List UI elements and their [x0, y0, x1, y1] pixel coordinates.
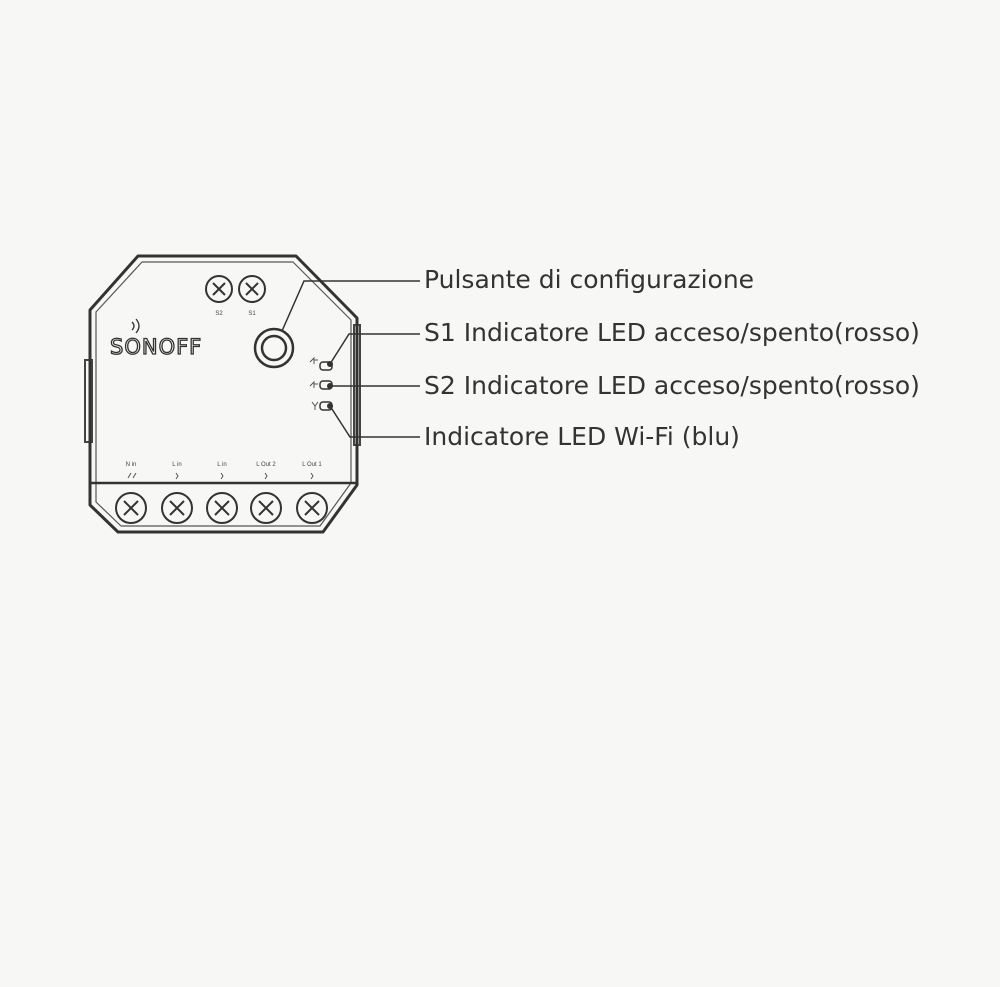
terminal-screw-s1: [238, 275, 266, 303]
callout-line-wifi: [329, 405, 420, 438]
callout-line-button: [281, 280, 420, 332]
terminal-label-s1: S1: [248, 311, 256, 317]
terminal-screw-l-out-1: [296, 492, 328, 524]
led-s2-dot: [327, 383, 333, 389]
led-s1-dot: [327, 361, 333, 367]
terminal-screw-l-in-2: [206, 492, 238, 524]
terminal-screw-n-in: [115, 492, 147, 524]
configuration-button: [253, 327, 295, 369]
callout-s1-led: S1 Indicatore LED acceso/spento(rosso): [424, 318, 920, 347]
device-body: [88, 254, 359, 534]
terminal-screw-l-out-2: [250, 492, 282, 524]
callout-line-s1: [329, 333, 420, 365]
terminal-label-l-out-1: L Out 1: [302, 462, 322, 468]
terminal-screw-l-in-1: [161, 492, 193, 524]
terminal-label-s2: S2: [215, 311, 223, 317]
wifi-signal-icon: [131, 318, 140, 334]
callout-wifi-led: Indicatore LED Wi-Fi (blu): [424, 422, 740, 451]
sonoff-logo: SONOFF: [110, 335, 202, 359]
terminal-label-l-in-1: L in: [172, 462, 181, 468]
terminal-label-n-in: N in: [126, 462, 137, 468]
terminal-label-l-in-2: L in: [217, 462, 226, 468]
callout-s2-led: S2 Indicatore LED acceso/spento(rosso): [424, 371, 920, 400]
terminal-screw-s2: [205, 275, 233, 303]
callout-configuration-button: Pulsante di configurazione: [424, 265, 755, 294]
terminal-label-l-out-2: L Out 2: [256, 462, 276, 468]
led-wifi-dot: [327, 403, 333, 409]
terminal-polarity-symbols: [127, 472, 314, 480]
